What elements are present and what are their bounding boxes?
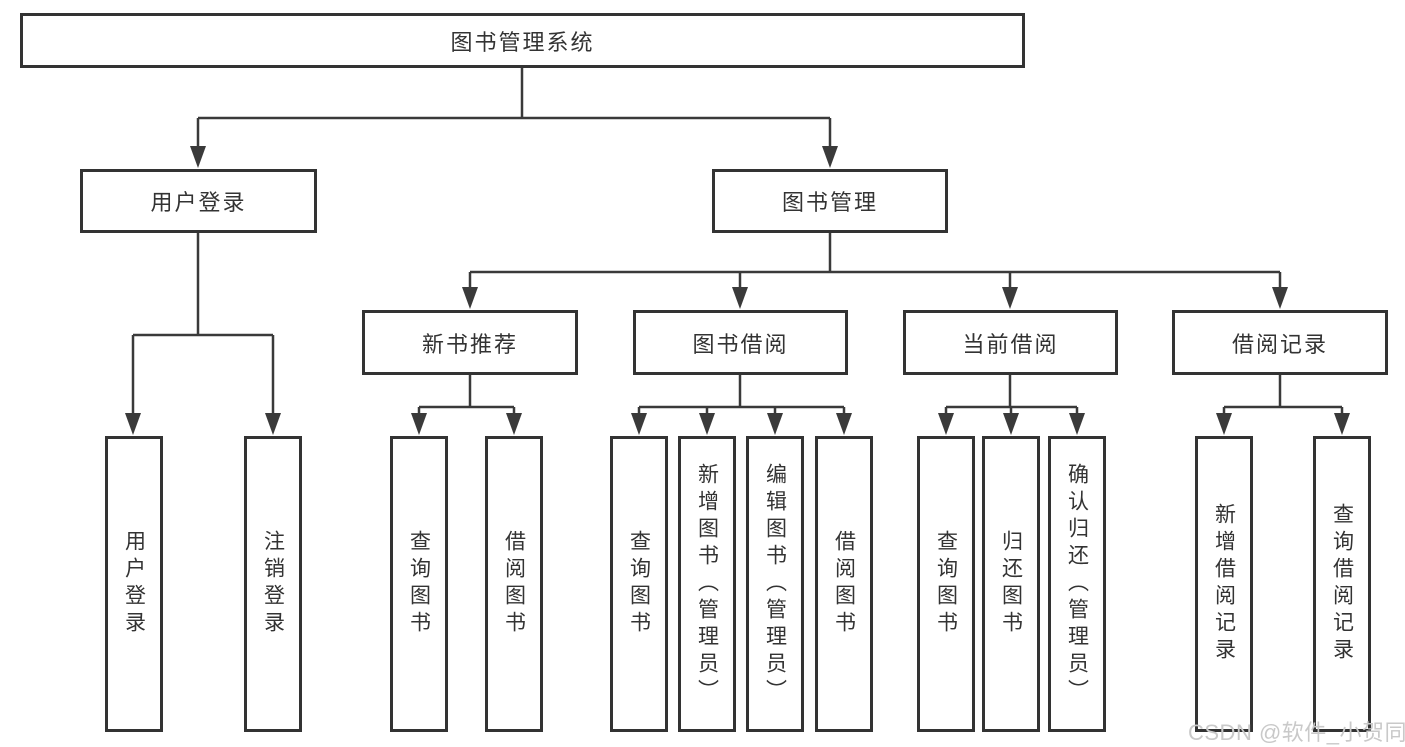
leaf-borrow-books: 借阅图书 [815,436,873,732]
csdn-watermark: CSDN @软件_小贺同学 [1188,720,1405,745]
node-current-borrowing: 当前借阅 [903,310,1118,375]
leaf-query-books-recommend: 查询图书 [390,436,448,732]
arrowheads [125,146,1350,435]
leaf-query-books-current: 查询图书 [917,436,975,732]
leaf-edit-books-admin: 编辑图书（管理员） [746,436,804,732]
node-label: 图书管理系统 [450,29,595,55]
leaf-logout: 注销登录 [244,436,302,732]
node-user-login-branch: 用户登录 [80,169,317,233]
node-label: 新书推荐 [421,331,518,357]
node-root-library-system: 图书管理系统 [20,13,1025,68]
leaf-query-books-borrowing: 查询图书 [610,436,668,732]
leaf-borrow-books-recommend: 借阅图书 [485,436,543,732]
node-new-book-recommend: 新书推荐 [362,310,578,375]
node-label: 当前借阅 [962,331,1059,357]
node-book-management-branch: 图书管理 [712,169,948,233]
leaf-add-books-admin: 新增图书（管理员） [678,436,736,732]
leaf-query-borrow-record: 查询借阅记录 [1313,436,1371,732]
leaf-add-borrow-record: 新增借阅记录 [1195,436,1253,732]
node-label: 用户登录 [150,190,247,215]
leaf-user-login: 用户登录 [105,436,163,732]
leaf-confirm-return-admin: 确认归还（管理员） [1048,436,1106,732]
node-label: 图书管理 [781,190,878,215]
leaf-return-books: 归还图书 [982,436,1040,732]
node-label: 图书借阅 [692,331,789,357]
node-borrow-records: 借阅记录 [1172,310,1388,375]
node-book-borrowing: 图书借阅 [633,310,848,375]
node-label: 借阅记录 [1231,331,1328,357]
